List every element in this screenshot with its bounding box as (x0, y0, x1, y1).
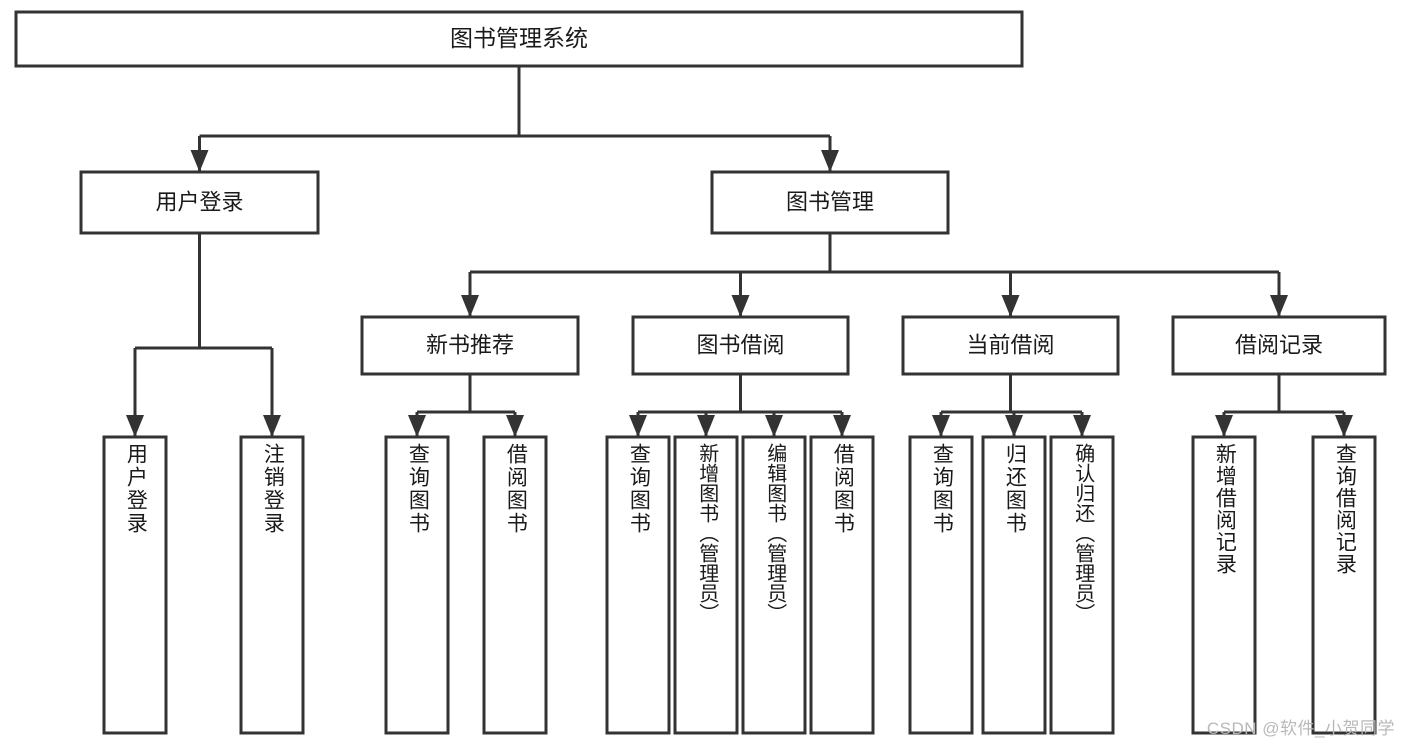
node-box-leaf-add-book (673, 435, 739, 735)
node-label-new-book-recommend: 新书推荐 (426, 332, 514, 357)
node-leaf-query-book-rec[interactable] (384, 435, 450, 735)
watermark-text: CSDN @软件_小贺同学 (1206, 719, 1395, 738)
node-current-borrow[interactable]: 当前借阅 (901, 315, 1120, 376)
node-box-leaf-query-borrow-record (1311, 435, 1377, 735)
node-book-borrow[interactable]: 图书借阅 (631, 315, 850, 376)
node-label-book-borrow: 图书借阅 (696, 332, 784, 357)
node-box-leaf-add-borrow-record (1191, 435, 1257, 735)
node-box-leaf-confirm-return (1049, 435, 1115, 735)
node-box-leaf-return-book (981, 435, 1047, 735)
node-box-leaf-edit-book (741, 435, 807, 735)
node-leaf-user-login[interactable] (102, 435, 168, 735)
leaf-user-login-arrow-0 (126, 415, 144, 437)
node-label-book-manage: 图书管理 (786, 189, 874, 214)
leaf-book-borrow-arrow-1 (697, 415, 715, 437)
node-label-borrow-record: 借阅记录 (1235, 332, 1323, 357)
node-box-leaf-query-book-borrow (605, 435, 671, 735)
node-leaf-add-book[interactable] (673, 435, 739, 735)
node-leaf-query-book-borrow[interactable] (605, 435, 671, 735)
leaf-borrow-record-arrow-1 (1335, 415, 1353, 437)
node-box-leaf-query-book-current (908, 435, 974, 735)
leaf-new-book-recommend-arrow-0 (408, 415, 426, 437)
leaf-current-borrow-arrow-1 (1005, 415, 1023, 437)
leaf-book-borrow-arrow-3 (833, 415, 851, 437)
node-leaf-logout-login[interactable] (239, 435, 305, 735)
node-leaf-return-book[interactable] (981, 435, 1047, 735)
leaf-user-login-arrow-1 (263, 415, 281, 437)
node-leaf-edit-book[interactable] (741, 435, 807, 735)
leaf-book-borrow-arrow-0 (629, 415, 647, 437)
node-leaf-query-borrow-record[interactable] (1311, 435, 1377, 735)
node-box-borrow-record (1171, 315, 1387, 376)
leaf-current-borrow-arrow-2 (1073, 415, 1091, 437)
root-arrow-1 (821, 150, 839, 172)
leaf-borrow-record-arrow-0 (1215, 415, 1233, 437)
node-box-user-login (79, 170, 320, 235)
node-leaf-add-borrow-record[interactable] (1191, 435, 1257, 735)
node-user-login[interactable]: 用户登录 (79, 170, 320, 235)
node-box-leaf-logout-login (239, 435, 305, 735)
bookmanage-arrow-0 (461, 295, 479, 317)
node-box-leaf-borrow-book (809, 435, 875, 735)
bookmanage-arrow-1 (731, 295, 750, 317)
node-box-leaf-query-book-rec (384, 435, 450, 735)
leaf-book-borrow-arrow-2 (765, 415, 783, 437)
leaf-new-book-recommend-arrow-1 (506, 415, 524, 437)
node-label-current-borrow: 当前借阅 (966, 332, 1054, 357)
node-book-manage[interactable]: 图书管理 (710, 170, 950, 235)
bookmanage-arrow-3 (1270, 295, 1288, 317)
node-box-new-book-recommend (360, 315, 580, 376)
node-leaf-confirm-return[interactable] (1049, 435, 1115, 735)
node-box-book-borrow (631, 315, 850, 376)
node-borrow-record[interactable]: 借阅记录 (1171, 315, 1387, 376)
connectors-layer (126, 66, 1353, 437)
node-label-root: 图书管理系统 (450, 25, 588, 51)
node-box-root (14, 10, 1024, 68)
leaf-current-borrow-arrow-0 (932, 415, 950, 437)
bookmanage-arrow-2 (1001, 295, 1020, 317)
node-box-current-borrow (901, 315, 1120, 376)
node-root[interactable]: 图书管理系统 (14, 10, 1024, 68)
node-label-user-login: 用户登录 (155, 189, 243, 214)
node-box-book-manage (710, 170, 950, 235)
root-arrow-0 (190, 150, 209, 172)
node-new-book-recommend[interactable]: 新书推荐 (360, 315, 580, 376)
node-leaf-borrow-book-rec[interactable] (482, 435, 548, 735)
node-box-leaf-borrow-book-rec (482, 435, 548, 735)
node-leaf-borrow-book[interactable] (809, 435, 875, 735)
node-box-leaf-user-login (102, 435, 168, 735)
node-leaf-query-book-current[interactable] (908, 435, 974, 735)
